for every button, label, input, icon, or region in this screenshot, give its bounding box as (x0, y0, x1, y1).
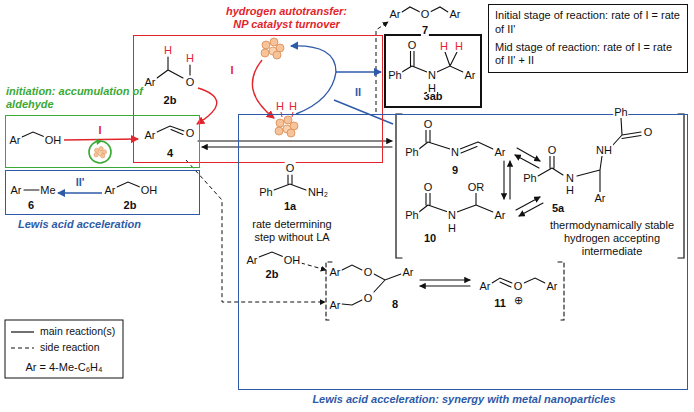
atom-label: Ar (10, 184, 23, 196)
atom-label: H (447, 222, 457, 234)
hydrogen-label: H (185, 52, 195, 64)
note-text: rate determining step without LA (241, 218, 343, 244)
atom-label: Ar (449, 8, 462, 20)
note-box: Initial stage of reaction: rate of I = r… (488, 4, 688, 73)
atom-label: O (285, 162, 296, 174)
atom-label: N (450, 146, 460, 158)
atom-label: O (185, 127, 196, 139)
compound-number: 2b (163, 94, 178, 106)
compound-number: 8 (391, 298, 399, 310)
atom-label: H (427, 82, 437, 94)
atom-label: O (185, 76, 196, 88)
atom-label: O (363, 266, 374, 278)
atom-label: O (643, 126, 654, 138)
atom-label: N (447, 209, 457, 221)
note-text: thermodynamically stable hydrogen accept… (547, 219, 677, 258)
compound-number: 1a (283, 200, 297, 212)
region-heading: hydrogen autotransfer: NP catalyst turno… (219, 5, 354, 31)
atom-label: Ph (258, 186, 273, 198)
atom-label: Ph (404, 146, 419, 158)
compound-number: 4 (166, 147, 174, 159)
hydrogen-label: H (163, 44, 173, 56)
atom-label: N (427, 69, 437, 81)
atom-label: O (513, 280, 524, 292)
atom-label: NH₂ (307, 186, 329, 198)
atom-label: Ar (464, 69, 477, 81)
region-heading: Lewis acid acceleration: synergy with me… (239, 393, 689, 406)
compound-number: 6 (27, 199, 35, 211)
legend-text: side reaction (40, 342, 100, 354)
atom-label: O (423, 181, 434, 193)
step-label: I (97, 124, 102, 136)
compound-number: 2b (123, 199, 138, 211)
atom-label: Ar (494, 209, 507, 221)
atom-label: Ar (144, 129, 157, 141)
atom-label: Ar (479, 280, 492, 292)
compound-number: 10 (423, 232, 437, 244)
atom-label: OR (467, 181, 486, 193)
compound-number: 2b (265, 268, 280, 280)
compound-number: 11 (493, 297, 507, 309)
atom-label: H (565, 184, 575, 196)
atom-label: Ar (246, 254, 259, 266)
step-label: II' (75, 176, 86, 188)
note-text: Ar = 4-Me-C₆H₄ (7, 361, 121, 374)
atom-label: OH (44, 134, 63, 146)
initiation-region: initiation: accumulation of aldehyde (5, 115, 200, 168)
hydrogen-label: H (288, 100, 298, 112)
note-text: Mid stage of reaction: rate of I = rate … (495, 41, 681, 69)
atom-label: Ar (494, 146, 507, 158)
atom-label: Ar (144, 76, 157, 88)
hydrogen-label: H (454, 40, 464, 52)
atom-label: Ar (546, 280, 559, 292)
atom-label: Ar (594, 192, 607, 204)
atom-label: OH (140, 184, 159, 196)
legend-text: main reaction(s) (40, 326, 115, 338)
hydrogen-label: H (439, 40, 449, 52)
region-heading: Lewis acid acceleration (18, 218, 198, 231)
note-text: Initial stage of reaction: rate of I = r… (495, 9, 681, 37)
atom-label: O (420, 8, 431, 20)
atom-label: Ar (329, 299, 342, 311)
atom-label: Ph (522, 172, 537, 184)
atom-label: Ar (9, 134, 22, 146)
atom-label: Ph (613, 106, 628, 118)
atom-label: NH (595, 144, 613, 156)
atom-label: O (407, 39, 418, 51)
atom-label: OH (283, 254, 302, 266)
atom-label: O (423, 118, 434, 130)
atom-label: O (363, 292, 374, 304)
atom-label: Ar (329, 266, 342, 278)
atom-label: ⊕ (513, 294, 524, 306)
step-label: I (229, 64, 234, 76)
atom-label: Ph (387, 69, 402, 81)
atom-label: Ar (104, 184, 117, 196)
compound-number: 7 (421, 24, 429, 36)
hydrogen-label: H (275, 100, 285, 112)
compound-number: 5a (551, 202, 565, 214)
atom-label: O (547, 144, 558, 156)
atom-label: Me (39, 184, 56, 196)
atom-label: N (565, 172, 575, 184)
step-label: II (354, 86, 362, 98)
atom-label: Ar (402, 266, 415, 278)
compound-number: 9 (451, 164, 459, 176)
atom-label: Ph (404, 209, 419, 221)
atom-label: Ar (389, 8, 402, 20)
region-heading: initiation: accumulation of aldehyde (6, 85, 156, 111)
